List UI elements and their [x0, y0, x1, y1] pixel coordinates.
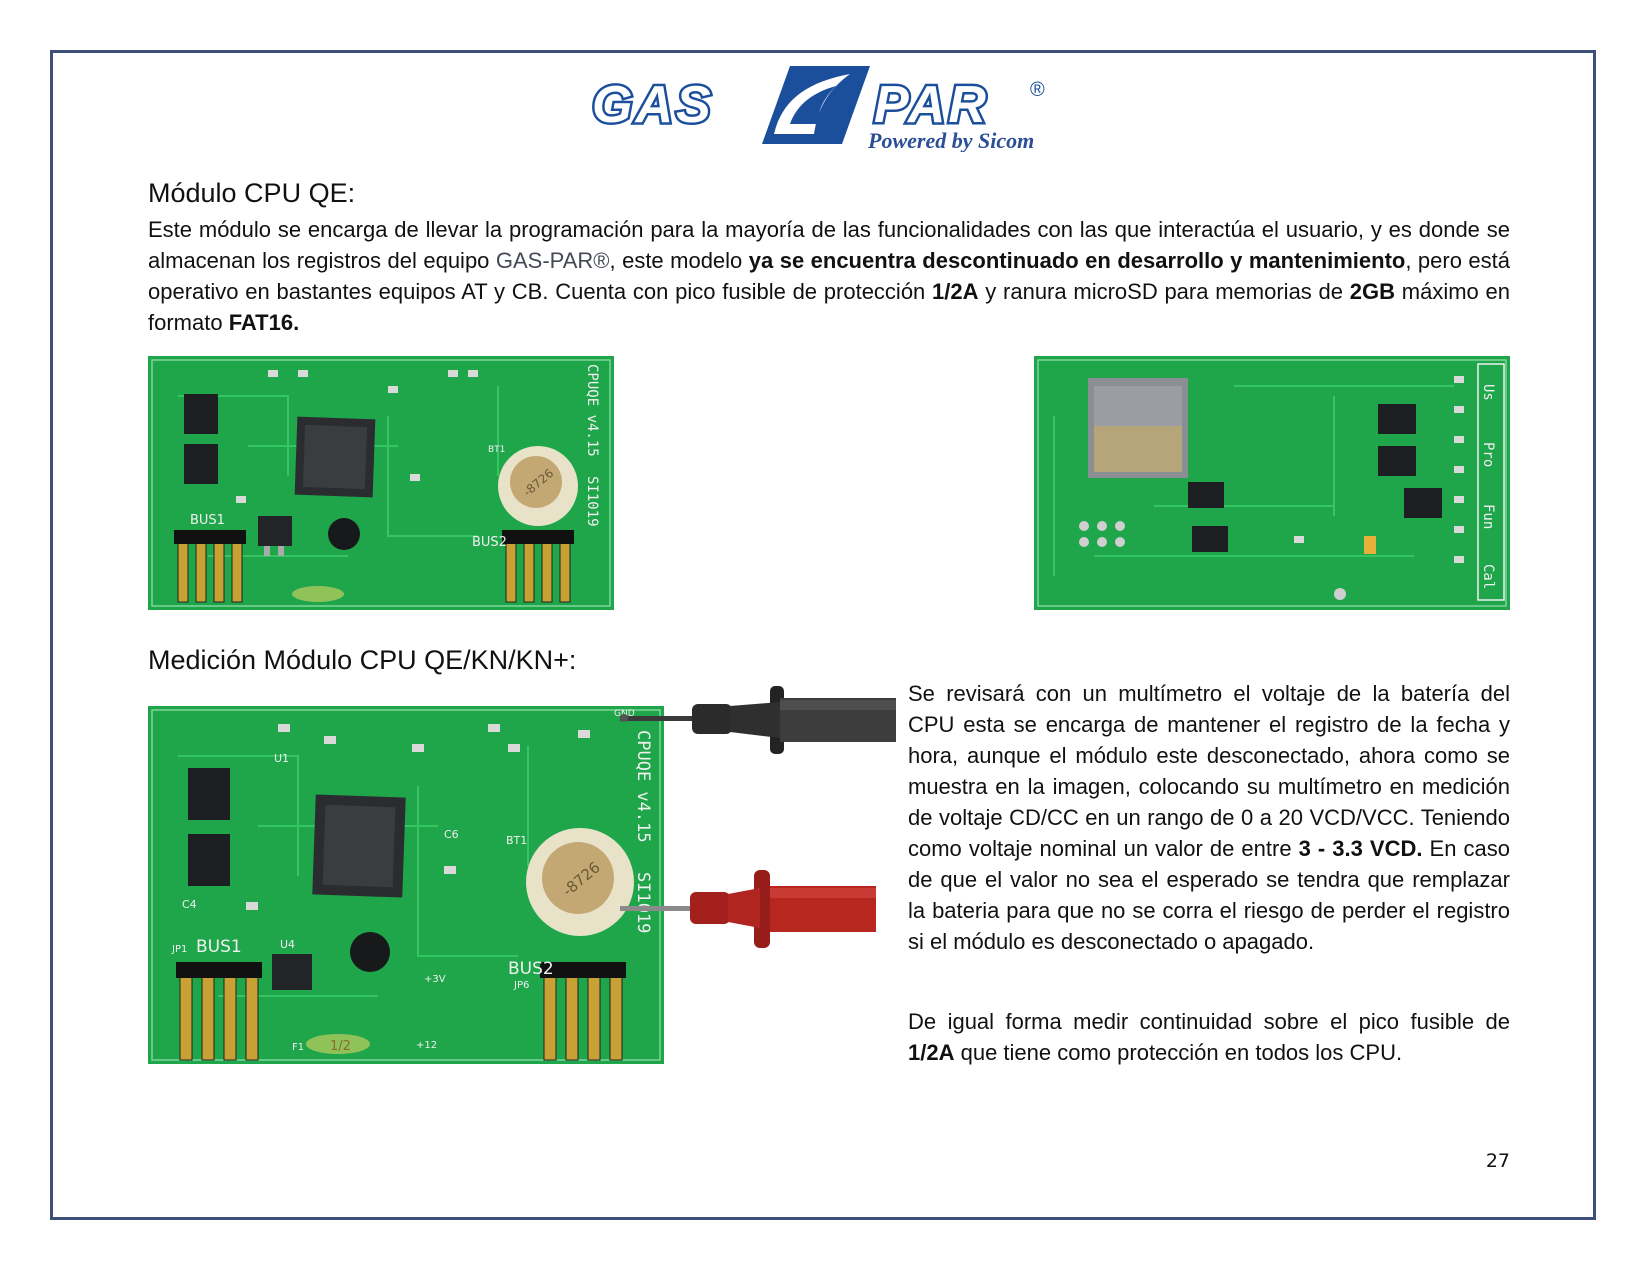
board-bt1-label: BT1: [488, 445, 505, 455]
red-probe-icon: [620, 866, 876, 952]
section-title-cpu-qe: Módulo CPU QE:: [148, 178, 356, 208]
board-c4-label: C4: [182, 898, 197, 911]
board-u4-label: U4: [280, 938, 295, 951]
measure-bold-voltage: 3 - 3.3 VCD.: [1298, 836, 1423, 861]
board-u1-label: U1: [274, 752, 289, 765]
board-bus2-label-large: BUS2: [508, 959, 554, 979]
section-title-medicion: Medición Módulo CPU QE/KN/KN+:: [148, 645, 577, 675]
desc-bold-fat16: FAT16.: [228, 310, 300, 335]
desc-text-1: Este módulo se encarga de llevar la prog…: [148, 217, 1510, 273]
page-number: 27: [1485, 1150, 1510, 1172]
measure-text-1: Se revisará con un multímetro el voltaje…: [908, 681, 1510, 861]
logo-tagline: Powered by Sicom: [867, 128, 1034, 152]
fuse-label: 1/2: [330, 1039, 351, 1054]
registered-mark: ®: [1030, 79, 1045, 101]
fuse-continuity-paragraph: De igual forma medir continuidad sobre e…: [908, 1006, 1510, 1068]
board-f1-label: F1: [292, 1042, 304, 1053]
cpu-description-paragraph: Este módulo se encarga de llevar la prog…: [148, 214, 1510, 338]
desc-bold-fuse: 1/2A: [932, 279, 979, 304]
desc-text-2: , este modelo: [609, 248, 749, 273]
board-bt1-label-large: BT1: [506, 834, 527, 847]
board-gnd-label: GND: [614, 709, 635, 719]
back-tab-pro: Pro: [1480, 442, 1496, 467]
back-tab-fun: Fun: [1480, 504, 1496, 529]
desc-text-5: máximo en formato: [148, 279, 1511, 335]
board-bus1-label-large: BUS1: [196, 937, 242, 957]
board-c6-label: C6: [444, 828, 459, 841]
page-frame: [50, 50, 1596, 1220]
desc-brand: GAS-PAR®: [495, 248, 610, 273]
desc-text-4: y ranura microSD para memorias de: [978, 279, 1350, 304]
desc-bold-2gb: 2GB: [1349, 279, 1396, 304]
desc-text-3: , pero está operativo en bastantes equip…: [148, 248, 1511, 304]
board-model-label-large: CPUQE v4.15: [633, 730, 653, 843]
gaspar-logo: GAS PAR ® Powered by Sicom: [592, 60, 1062, 152]
desc-bold-discontinued: ya se encuentra descontinuado en desarro…: [748, 248, 1406, 273]
board-jp6-label: JP6: [513, 980, 529, 991]
back-tab-cal: Cal: [1480, 564, 1496, 589]
leaf-emblem-icon: [762, 66, 870, 144]
logo-text-left: GAS: [592, 76, 714, 134]
fuse-bold-rating: 1/2A: [908, 1040, 955, 1065]
measure-text-2: En caso de que el valor no sea el espera…: [908, 836, 1510, 954]
cpu-board-measurement-photo: 1/2 -8726 BUS1 JP1 BUS2 JP6 BT1 U1 U4 C4…: [148, 706, 664, 1064]
board-serial-label-large: SI1019: [633, 872, 653, 933]
black-probe-icon: [620, 682, 896, 758]
board-bus2-label: BUS2: [472, 535, 507, 550]
board-model-label: CPUQE v4.15: [584, 364, 600, 457]
board-jp1-label: JP1: [171, 944, 187, 955]
logo-text-right: PAR: [874, 76, 989, 134]
cpu-board-back-photo: Us Pro Fun Cal: [1034, 356, 1510, 610]
back-tab-us: Us: [1480, 384, 1496, 401]
fuse-text-1: De igual forma medir continuidad sobre e…: [908, 1009, 1510, 1034]
board-12-label: +12: [416, 1040, 437, 1051]
board-serial-label: SI1019: [584, 476, 600, 527]
cpu-board-front-photo: -8726 BUS1 BUS2 BT1 CPUQE v4.15 SI1019: [148, 356, 614, 610]
fuse-text-2: que tiene como protección en todos los C…: [954, 1040, 1403, 1065]
measurement-paragraph: Se revisará con un multímetro el voltaje…: [908, 678, 1510, 957]
board-3v-label: +3V: [424, 974, 446, 985]
board-bus1-label: BUS1: [190, 513, 225, 528]
